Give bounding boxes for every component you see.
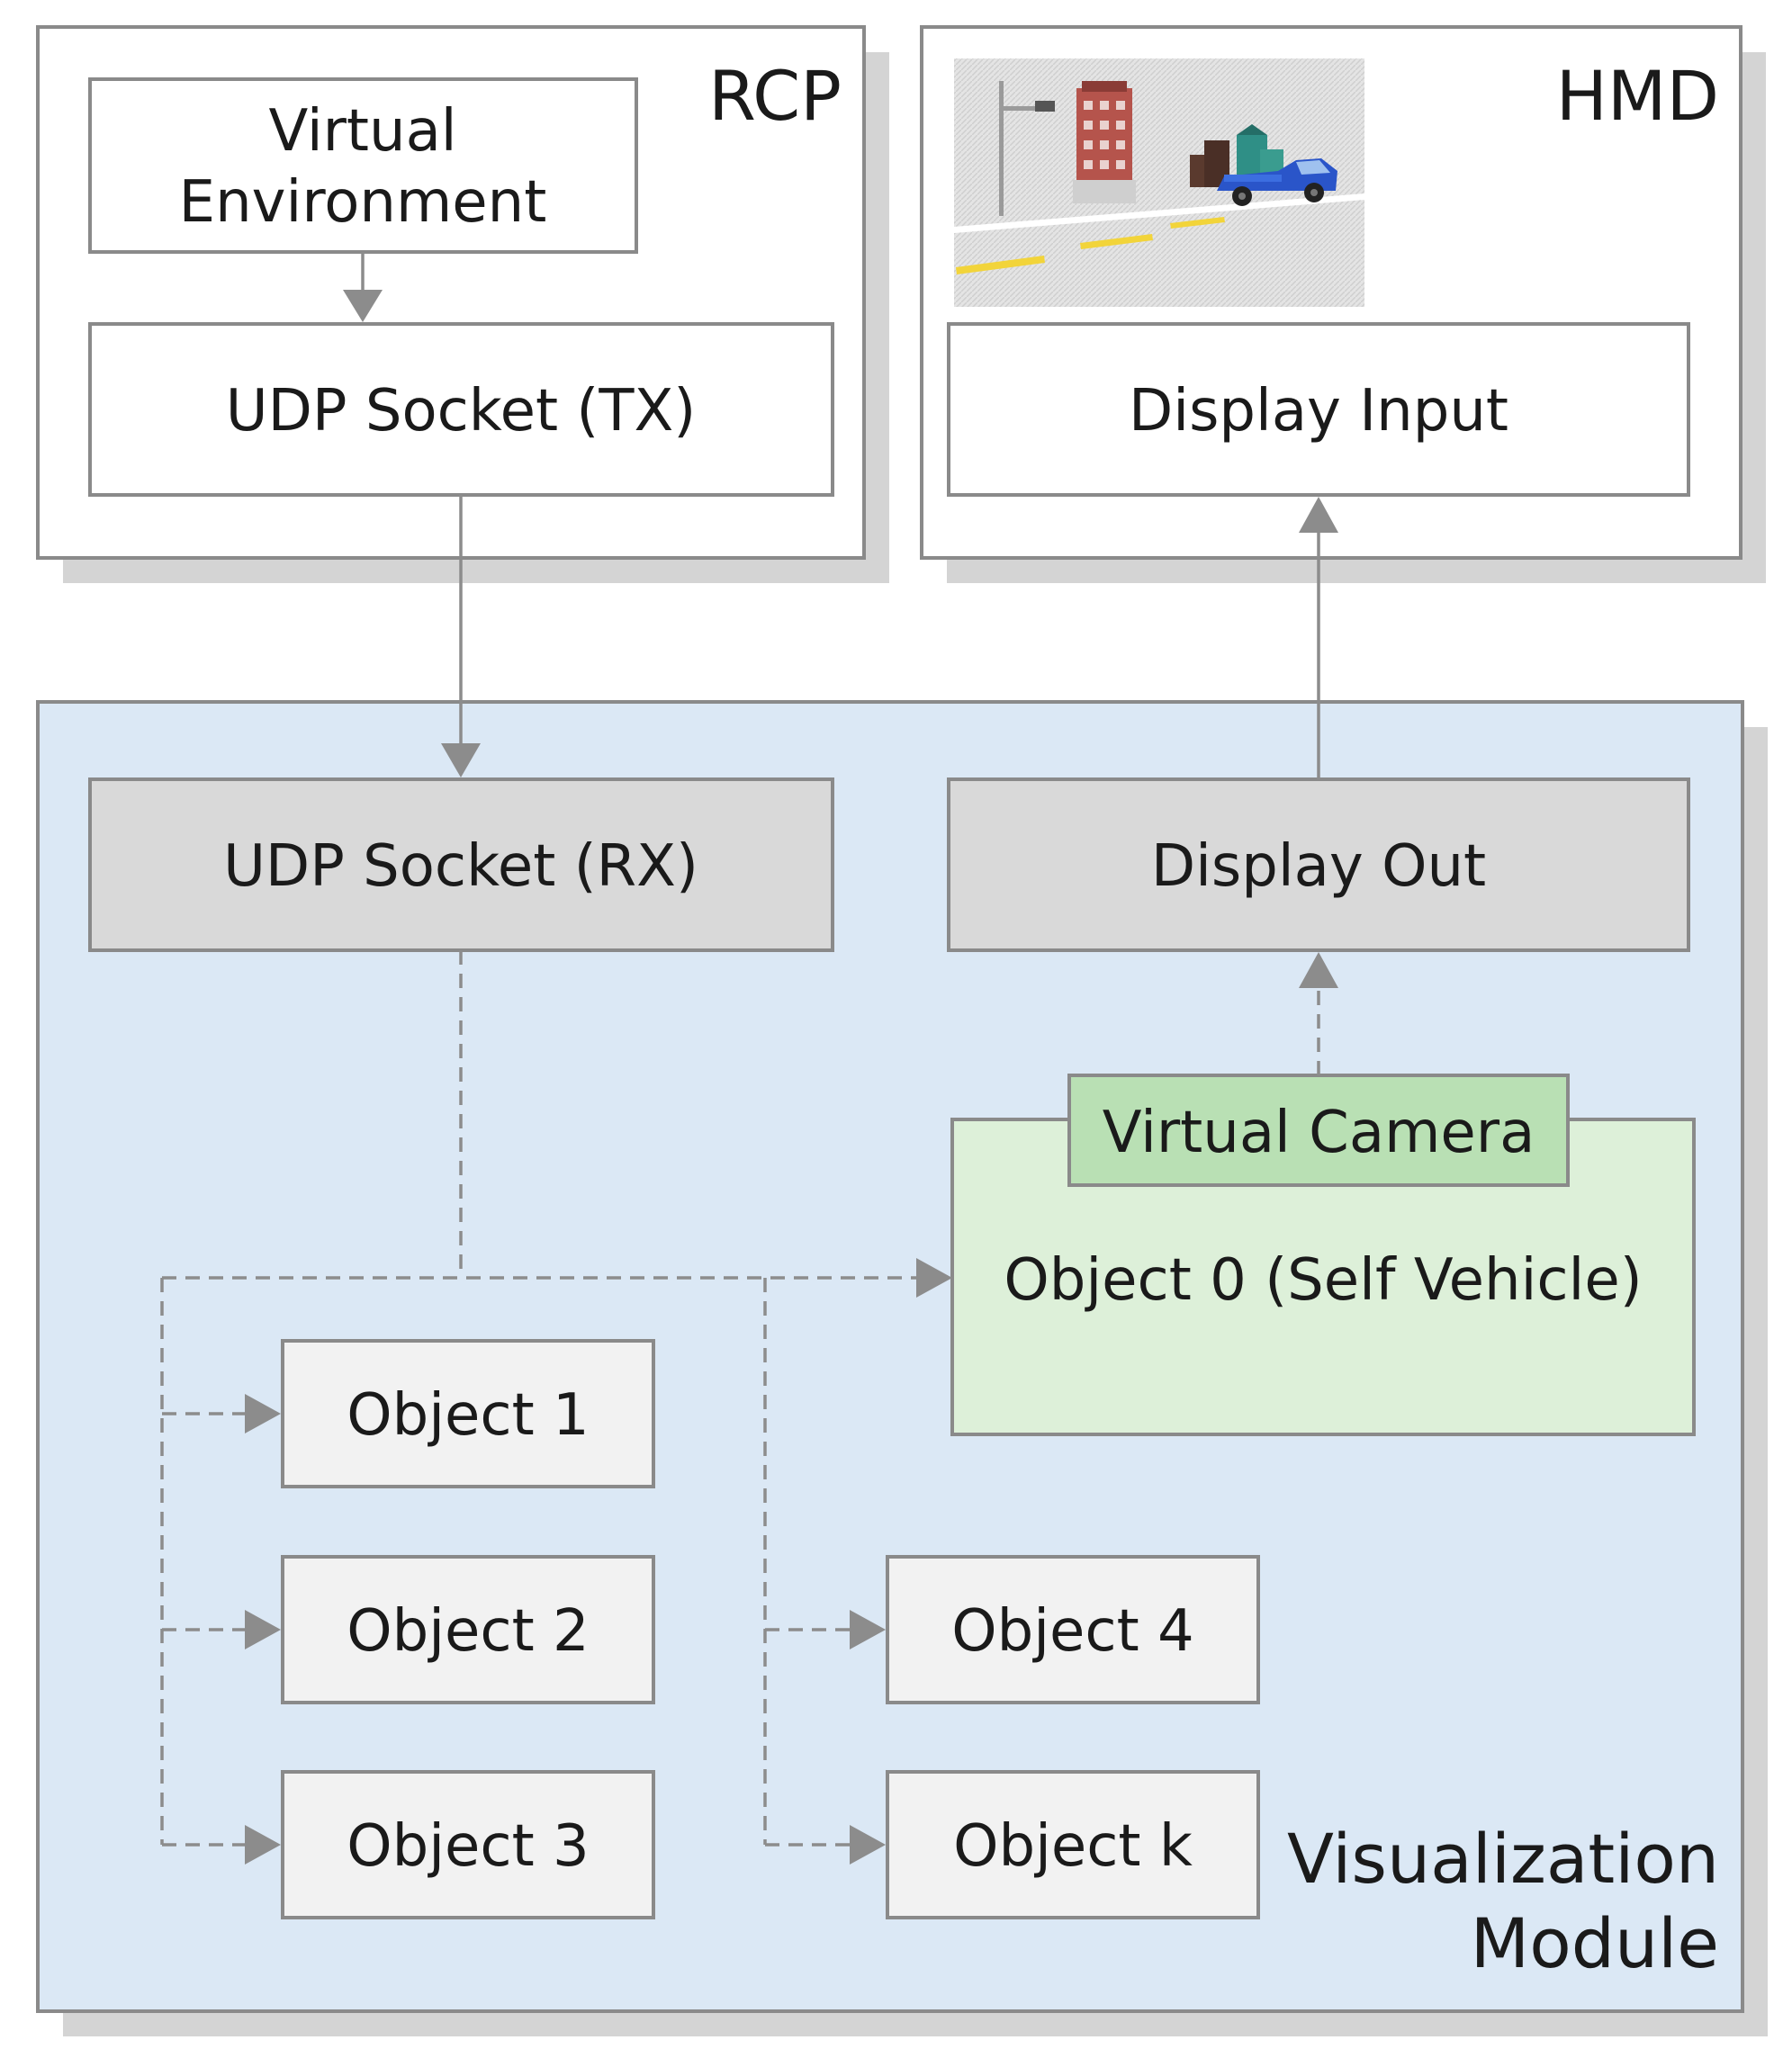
rcp-panel: RCP Virtual Environment UDP Socket (TX)	[36, 25, 889, 583]
arrowhead-to-self-vehicle	[916, 1258, 952, 1298]
road-edge-line	[954, 193, 1364, 233]
arrowhead-venv-to-tx	[343, 290, 383, 322]
object-3-box	[281, 1770, 655, 1919]
self-vehicle-label: Object 0 (Self Vehicle)	[1004, 1247, 1642, 1314]
arrowhead-to-object-2	[245, 1610, 281, 1649]
street-lamp-head	[1035, 101, 1055, 112]
street-lamp-pole	[999, 81, 1004, 216]
display-out-label: Display Out	[1151, 833, 1486, 900]
arrowhead-to-object-3	[245, 1825, 281, 1865]
hmd-title: HMD	[1556, 56, 1719, 136]
road-center-line	[956, 256, 1045, 274]
arrowhead-to-object-k	[850, 1825, 886, 1865]
object-2-box	[281, 1555, 655, 1704]
connectors	[160, 252, 1338, 1865]
rcp-title: RCP	[708, 56, 842, 136]
virtual-environment-label-line1: Virtual	[268, 98, 456, 165]
virtual-environment-box	[88, 77, 638, 254]
road-center-line-3	[1170, 217, 1225, 229]
display-out-box	[947, 777, 1690, 952]
building-small-icon	[1190, 124, 1283, 187]
display-input-box	[947, 322, 1690, 497]
arrowhead-tx-to-rx	[441, 743, 481, 777]
building-tall-icon	[1073, 81, 1136, 203]
virtual-environment-label-line2: Environment	[179, 169, 547, 236]
object-4-label: Object 4	[951, 1598, 1194, 1665]
hmd-panel: HMD	[920, 25, 1766, 583]
street-scene-image	[954, 58, 1364, 307]
arrowhead-to-object-4	[850, 1610, 886, 1649]
virtual-camera-box	[1067, 1074, 1570, 1187]
visualization-module-title-line2: Module	[1471, 1903, 1719, 1983]
object-2-label: Object 2	[347, 1598, 590, 1665]
visualization-module-panel: Visualization Module UDP Socket (RX) Dis…	[36, 700, 1768, 2036]
udp-tx-label: UDP Socket (TX)	[226, 378, 697, 445]
object-3-label: Object 3	[347, 1813, 590, 1880]
pickup-truck-icon	[1217, 158, 1337, 206]
arrowhead-camera-to-out	[1299, 952, 1338, 988]
udp-rx-label: UDP Socket (RX)	[223, 833, 698, 900]
display-input-label: Display Input	[1129, 378, 1508, 445]
arrowhead-out-to-input	[1299, 497, 1338, 533]
object-4-box	[886, 1555, 1260, 1704]
object-k-label: Object k	[953, 1813, 1193, 1880]
udp-tx-box	[88, 322, 834, 497]
object-1-label: Object 1	[347, 1382, 590, 1449]
arrowhead-to-object-1	[245, 1394, 281, 1433]
street-lamp-arm	[1001, 106, 1048, 111]
object-k-box	[886, 1770, 1260, 1919]
visualization-module-title-line1: Visualization	[1287, 1819, 1719, 1899]
object-1-box	[281, 1339, 655, 1488]
virtual-camera-label: Virtual Camera	[1103, 1100, 1535, 1166]
road-center-line-2	[1080, 234, 1153, 249]
